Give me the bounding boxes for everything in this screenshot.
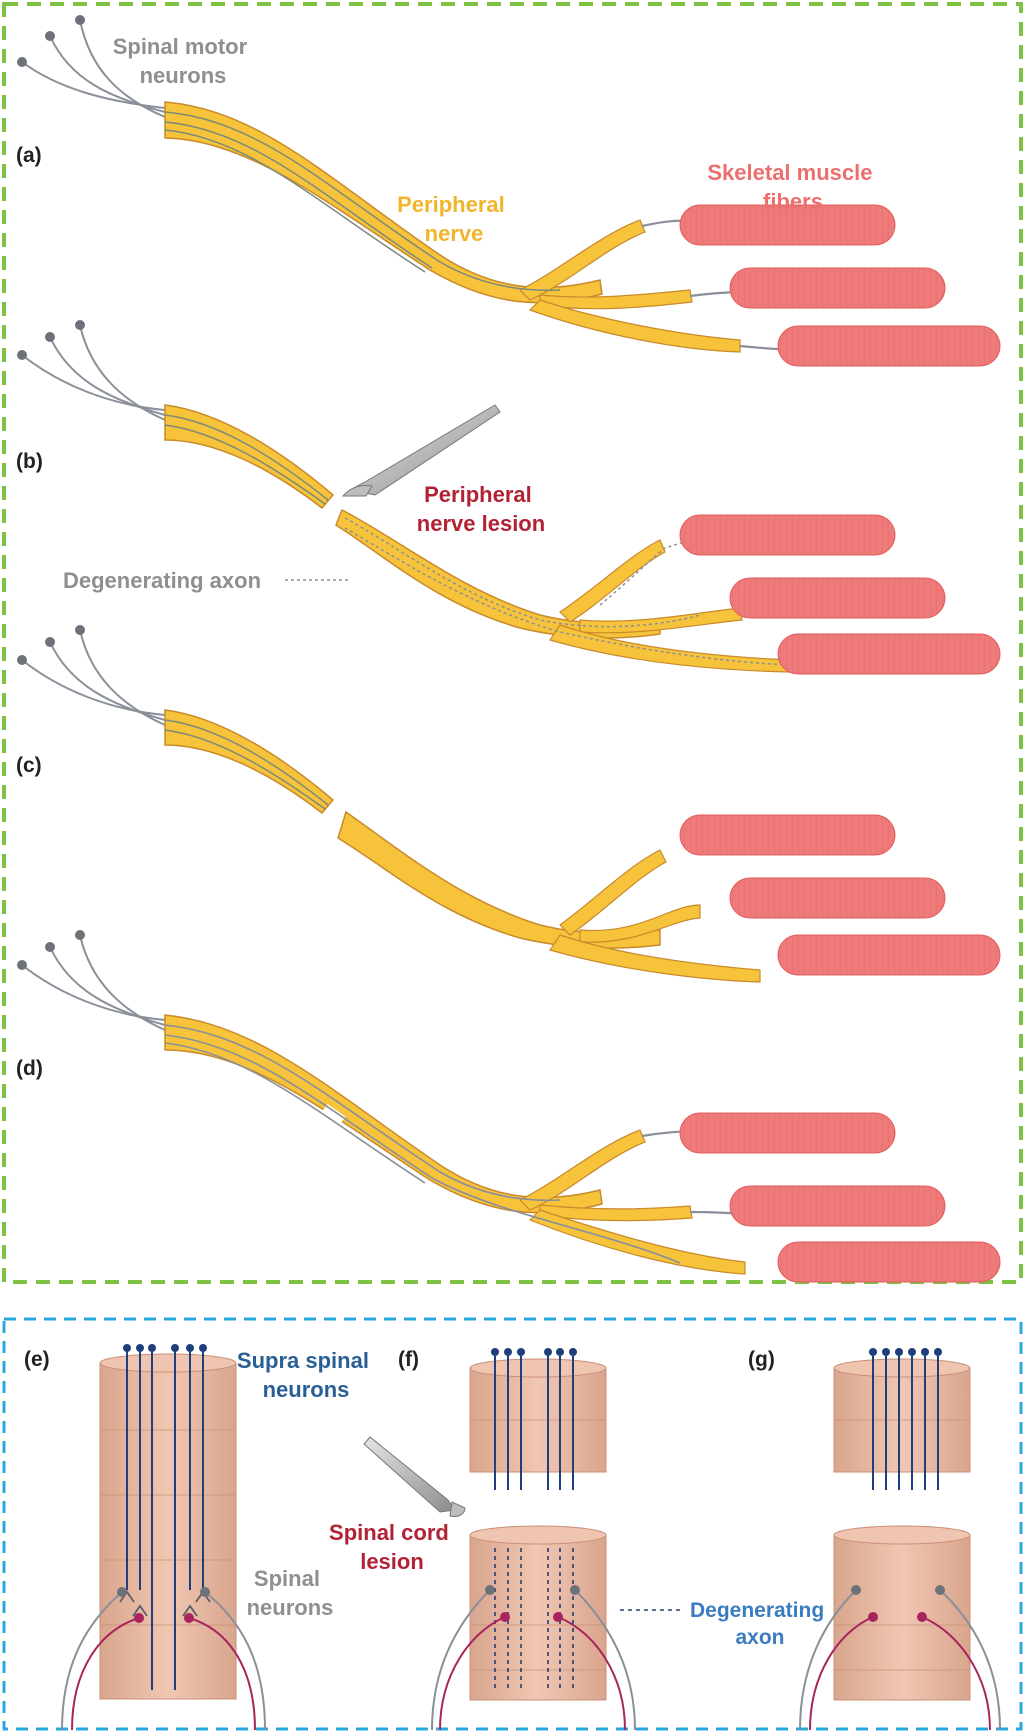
label-degenerating-axon-top: Degenerating axon (63, 568, 261, 593)
panel-a (17, 15, 1001, 367)
top-frame (2, 2, 1023, 1284)
panel-b (17, 320, 1001, 675)
panel-g (799, 1348, 1001, 1731)
panel-d (17, 930, 1001, 1283)
label-spinal-neurons: Spinal neurons (247, 1566, 334, 1620)
panel-label-c: (c) (16, 754, 42, 777)
muscle-fibers-b (679, 514, 1001, 675)
panel-c (17, 625, 1001, 983)
label-spinal-motor-neurons: Spinal motor neurons (113, 34, 254, 88)
muscle-fibers-a (679, 204, 1001, 367)
panel-label-g: (g) (748, 1348, 775, 1371)
scalpel-icon (341, 404, 501, 497)
panel-label-d: (d) (16, 1057, 43, 1080)
label-spinal-cord-lesion: Spinal cord lesion (329, 1520, 455, 1574)
bottom-frame (2, 1317, 1023, 1731)
label-peripheral-nerve: Peripheral nerve (397, 192, 511, 246)
scalpel-icon (363, 1436, 466, 1517)
panel-label-b: (b) (16, 450, 43, 473)
label-supra-spinal-neurons: Supra spinal neurons (237, 1348, 375, 1402)
label-peripheral-nerve-lesion: Peripheral nerve lesion (417, 482, 545, 536)
panel-f (363, 1348, 680, 1731)
muscle-fibers-c (679, 814, 1001, 976)
panel-e (61, 1344, 266, 1731)
panel-label-e: (e) (24, 1348, 50, 1371)
label-skeletal-muscle-fibers: Skeletal muscle fibers (707, 160, 878, 214)
muscle-fibers-d (679, 1112, 1001, 1283)
panel-label-f: (f) (398, 1348, 419, 1371)
label-degenerating-axon-bottom: Degenerating axon (690, 1599, 830, 1649)
panel-label-a: (a) (16, 144, 42, 167)
